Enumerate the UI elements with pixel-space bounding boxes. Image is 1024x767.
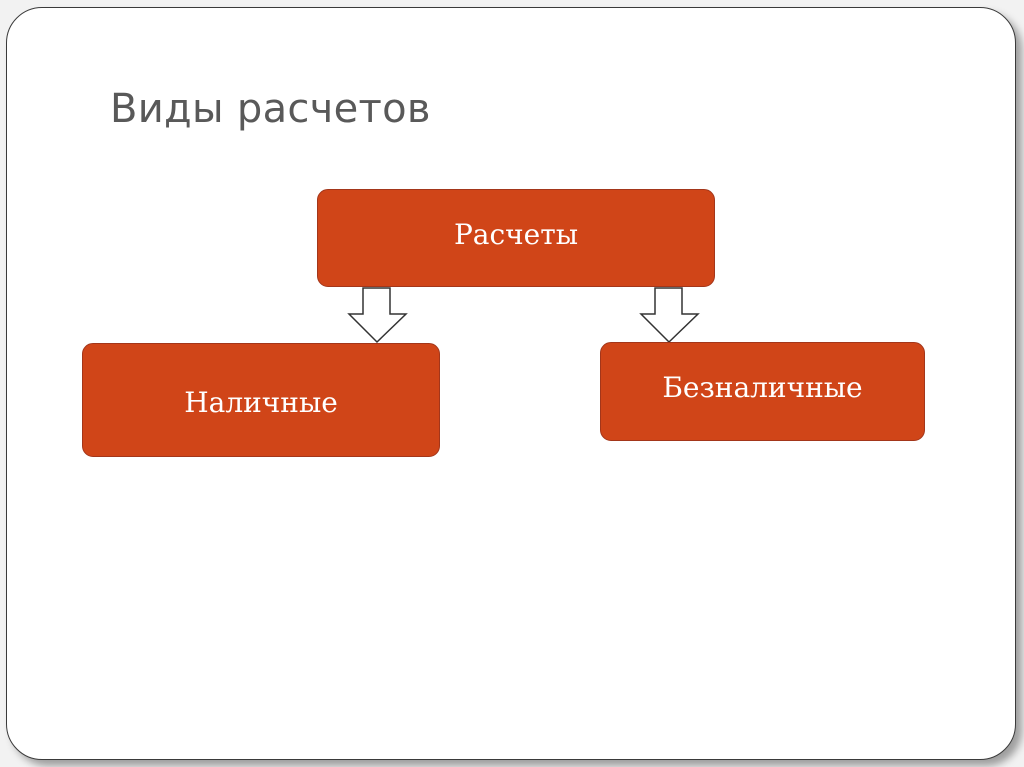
diagram-node-cash: Наличные <box>82 343 440 457</box>
diagram-node-noncash: Безналичные <box>600 342 925 441</box>
diagram-node-root: Расчеты <box>317 189 715 287</box>
slide-title: Виды расчетов <box>110 86 431 132</box>
arrow-down-left <box>347 287 408 344</box>
arrow-down-right <box>639 287 700 344</box>
